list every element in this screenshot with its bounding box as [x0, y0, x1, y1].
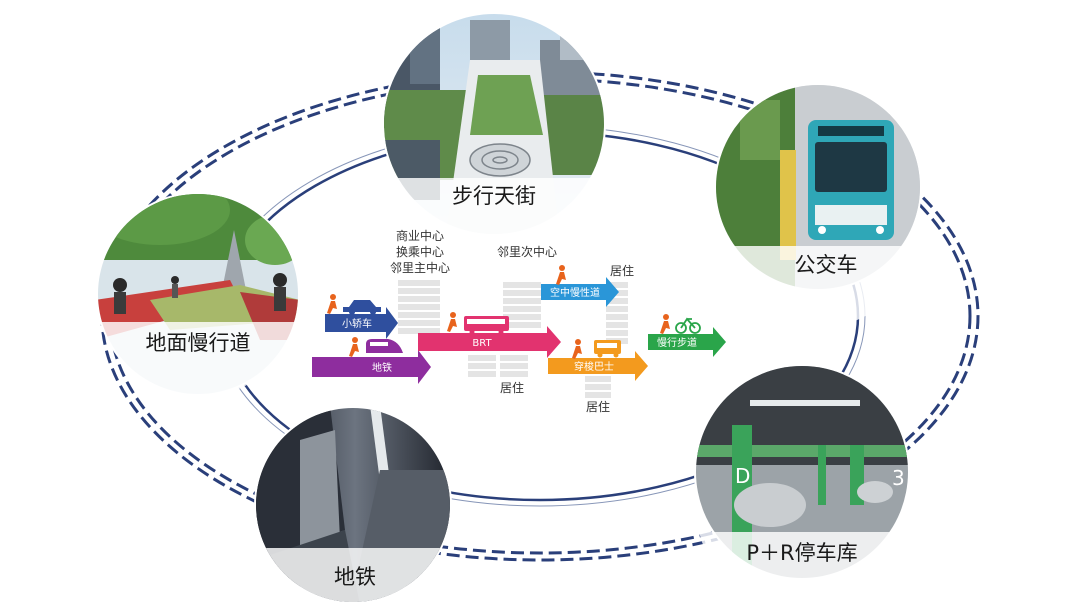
stack-residential-low: [585, 376, 611, 398]
arrow-label-brt: BRT: [472, 338, 492, 349]
node-slow-lane: 地面慢行道: [96, 192, 300, 398]
park-ride-photo: D 3: [696, 366, 908, 578]
node-label-bus: 公交车: [795, 253, 858, 277]
node-label-metro: 地铁: [334, 565, 376, 589]
car-icon: [343, 300, 381, 315]
walker-icon: [327, 265, 670, 359]
bus-icon: [464, 316, 509, 335]
parking-sign-d: D: [735, 464, 750, 488]
zone-label-main-neighborhood: 邻里主中心: [390, 260, 450, 275]
arrow-label-sky-walk: 空中慢性道: [550, 286, 600, 299]
node-label-pedestrian-street: 步行天街: [452, 184, 536, 208]
bicycle-icon: [675, 317, 701, 334]
zone-label-sub-neighborhood: 邻里次中心: [497, 244, 557, 259]
zone-label-residential-mid: 居住: [500, 381, 524, 395]
arrow-label-car: 小轿车: [342, 317, 372, 330]
node-metro: 地铁: [254, 406, 452, 604]
arrow-car: 小轿车: [325, 307, 398, 339]
arrow-shuttle: 穿梭巴士: [548, 351, 648, 381]
node-label-park-ride: P＋R停车库: [746, 541, 857, 565]
stack-sub-center: [503, 282, 541, 328]
arrow-label-metro: 地铁: [372, 361, 392, 374]
arrow-slow-walk: 慢行步道: [648, 327, 726, 357]
arrow-label-shuttle: 穿梭巴士: [574, 360, 614, 373]
arrow-label-slow-walk: 慢行步道: [657, 336, 697, 349]
node-park-ride: D 3 P＋R停车库: [694, 364, 910, 607]
zone-label-residential-top: 居住: [610, 264, 634, 278]
arrow-brt: BRT: [418, 326, 561, 358]
zone-label-residential-low: 居住: [586, 400, 610, 414]
shuttle-bus-icon: [594, 340, 621, 358]
zone-label-commercial: 商业中心: [396, 228, 444, 243]
arrow-sky-walk: 空中慢性道: [541, 277, 619, 307]
arrow-metro: 地铁: [312, 350, 431, 384]
stack-residential-mid: [468, 355, 528, 377]
node-bus: 公交车: [714, 83, 922, 328]
parking-sign-3: 3: [892, 466, 905, 490]
node-label-slow-lane: 地面慢行道: [146, 331, 251, 355]
zone-label-transfer: 换乘中心: [396, 244, 444, 259]
stack-center: [398, 280, 440, 334]
train-icon: [366, 339, 403, 353]
